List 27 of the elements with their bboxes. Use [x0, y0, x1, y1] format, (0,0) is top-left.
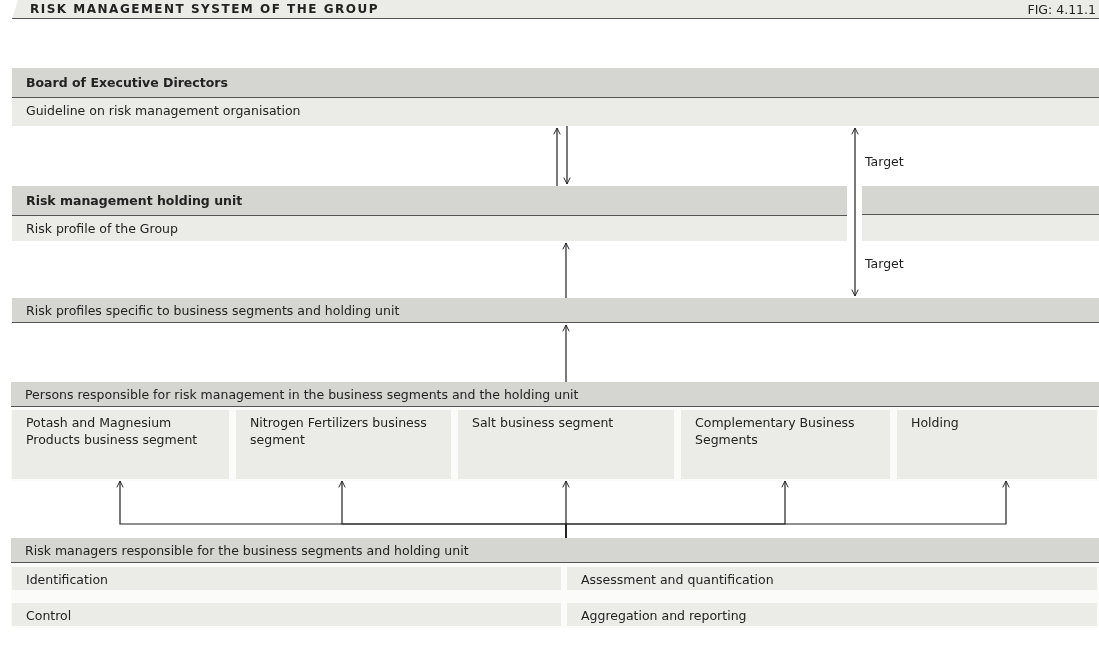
group-panel: [11, 538, 1099, 628]
title: RISK MANAGEMENT SYSTEM OF THE GROUP: [30, 1, 379, 18]
empty-panel: [862, 186, 1099, 241]
target-label: Target: [865, 255, 904, 273]
panel-cell: Holding: [897, 410, 1097, 479]
panel-cell: Identification: [12, 567, 561, 590]
panel: [12, 68, 1099, 126]
panel-cell: Control: [12, 603, 561, 626]
panel-cell: Aggregation and reporting: [567, 603, 1097, 626]
arrow: [562, 324, 570, 383]
arrow: [563, 125, 571, 185]
panel-heading: Risk profiles specific to business segments and holding unit: [12, 298, 1099, 323]
arrow: [851, 127, 859, 297]
panel-cell: Complementary Business Segments: [681, 410, 890, 479]
arrow: [562, 242, 570, 299]
panel-heading: Risk management holding unit: [12, 186, 847, 216]
panel-cell: Nitrogen Fertilizers business segment: [236, 410, 451, 479]
group-panel: [11, 382, 1099, 481]
panel-cell: Salt business segment: [458, 410, 674, 479]
figure-number: FIG: 4.11.1: [1027, 1, 1096, 19]
panel-cell: Potash and Magnesium Products business segment: [12, 410, 229, 479]
group-title: Risk managers responsible for the business segments and holding unit: [25, 542, 469, 560]
arrow: [553, 127, 561, 187]
panel-heading: Board of Executive Directors: [12, 68, 1099, 98]
edge-label: Target: [865, 153, 904, 171]
panel-cell: Assessment and quantification: [567, 567, 1097, 590]
group-title: Persons responsible for risk management in the business segments and the holding unit: [25, 386, 579, 404]
